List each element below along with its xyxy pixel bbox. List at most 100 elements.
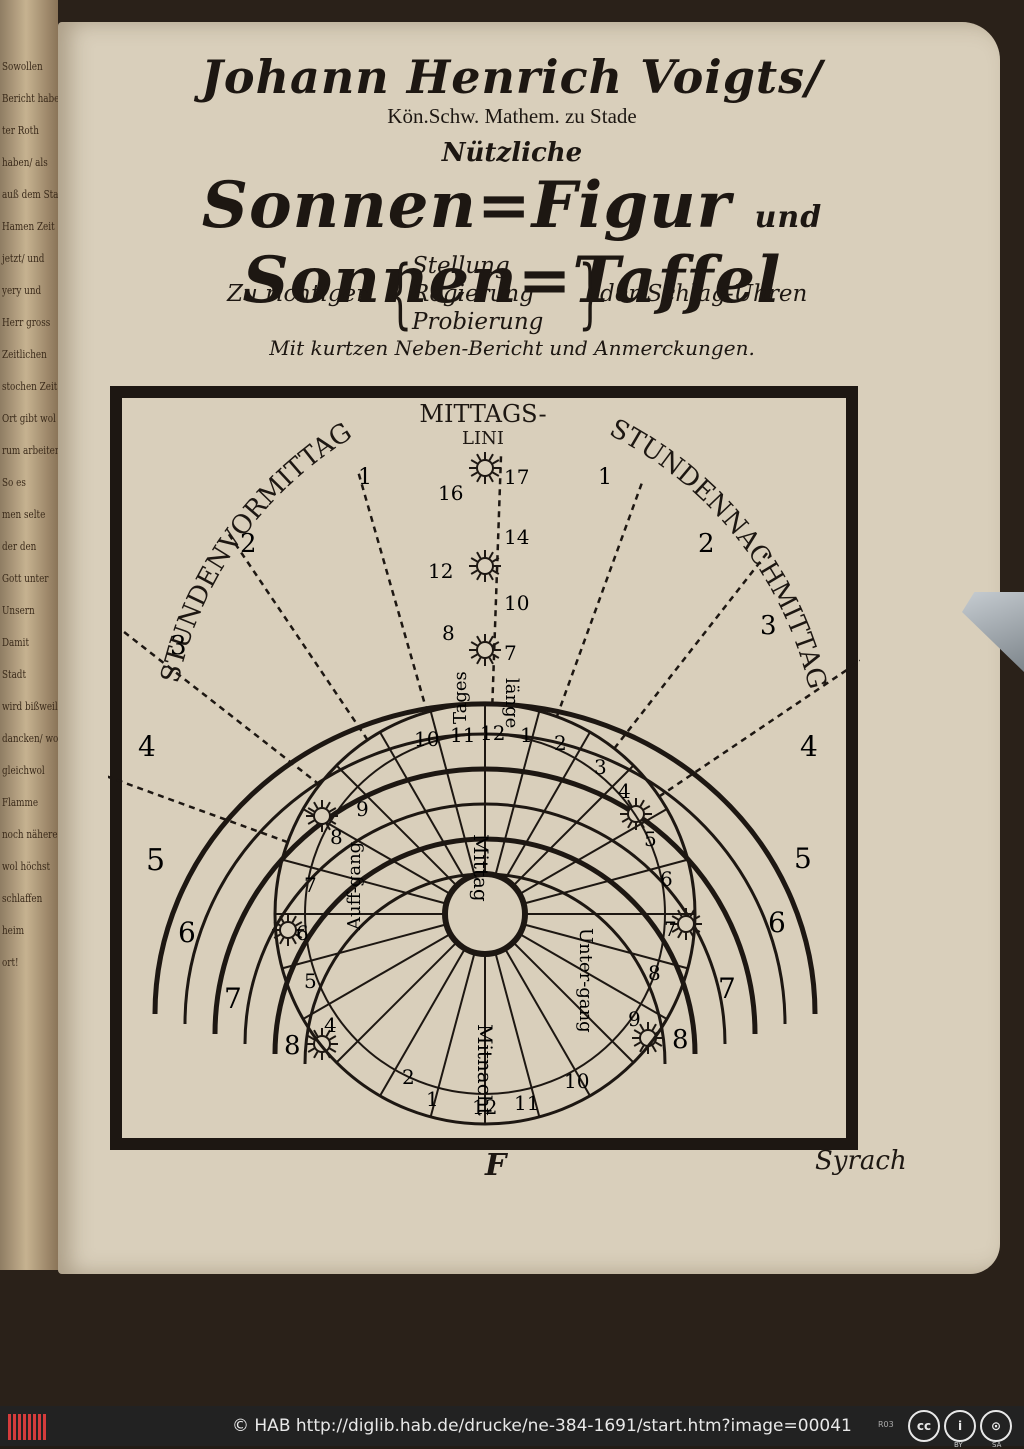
inner-right-hour: 3	[594, 755, 607, 779]
mittags-label: MITTAGS-	[419, 400, 546, 428]
dotted-ray	[228, 533, 368, 740]
left-hour: 5	[146, 843, 165, 878]
cc-icon: cc	[908, 1410, 940, 1442]
inner-top-hour: 12	[480, 721, 505, 745]
by-label: BY	[954, 1441, 963, 1449]
left-hour: 4	[138, 730, 156, 763]
left-page-line: Unsern	[2, 604, 35, 617]
inner-right-hour: 7	[664, 917, 677, 941]
dotted-ray	[557, 482, 643, 717]
day-length: 10	[504, 591, 529, 615]
untergang-label: Unter-gang	[575, 928, 596, 1033]
inner-bottom-hour: 2	[402, 1065, 415, 1089]
right-hour: 4	[800, 730, 818, 763]
aufgang-label: Auff-gang	[344, 842, 365, 931]
sa-icon: ⊙	[980, 1410, 1012, 1442]
inner-right-hour: 4	[618, 779, 631, 803]
left-page-line: So es	[2, 476, 26, 489]
useful-word: Nützliche	[0, 138, 1024, 168]
left-page-line: Damit	[2, 636, 29, 649]
left-page-line: der den	[2, 540, 36, 553]
mittag-label: Mittag	[469, 834, 493, 902]
right-hour: 8	[672, 1025, 689, 1055]
left-page-line: rum arbeiten	[2, 444, 61, 457]
cc-license-badge[interactable]: cc i ⊙ BY SA	[908, 1410, 1012, 1442]
left-page-line: dancken/ wo	[2, 732, 58, 745]
left-page-line: noch nähere	[2, 828, 58, 841]
sun-icon	[469, 452, 501, 484]
inner-top-hour: 10	[414, 727, 439, 751]
dotted-ray	[614, 552, 768, 749]
title-part-a: Sonnen=Figur	[202, 168, 732, 243]
option-stellung: Stellung	[412, 253, 510, 279]
purpose-block: Zu richtiger { Stellung Regierung Probie…	[0, 253, 1024, 333]
left-page-line: schlaffen	[2, 892, 42, 905]
inner-bottom-hour: 11	[514, 1091, 539, 1115]
sun-marks	[272, 452, 702, 1060]
inner-left-hour: 4	[324, 1013, 337, 1037]
left-page-line: wird bißweil	[2, 700, 58, 713]
right-brace: }	[578, 255, 602, 331]
inner-left-hour: 8	[330, 825, 343, 849]
copyright-link[interactable]: © HAB http://diglib.hab.de/drucke/ne-384…	[232, 1416, 852, 1436]
left-hour: 7	[224, 982, 242, 1015]
inner-right-hour: 5	[644, 827, 657, 851]
hour-ray	[337, 942, 457, 1062]
inner-left-hour: 9	[356, 797, 369, 821]
inner-top-hour: 11	[450, 723, 475, 747]
right-hour: 5	[794, 842, 812, 875]
inner-left-hour: 5	[304, 969, 317, 993]
tages-label: Tages	[450, 671, 471, 724]
inner-right-hour: 6	[660, 867, 673, 891]
mitnacht-label: Mitnacht	[473, 1024, 497, 1116]
signature-mark: F	[485, 1148, 506, 1183]
left-page-line: gleichwol	[2, 764, 45, 777]
vormittage-path: STUNDENVORMITTAGE.	[108, 384, 357, 686]
day-length: 16	[438, 481, 463, 505]
sun-icon	[469, 634, 501, 666]
left-page-line: ort!	[2, 956, 19, 969]
by-icon: i	[944, 1410, 976, 1442]
left-page-line: stochen Zeit	[2, 380, 57, 393]
viewer-footer: © HAB http://diglib.hab.de/drucke/ne-384…	[0, 1406, 1024, 1446]
inner-bottom-hour: 1	[426, 1087, 439, 1111]
inner-top-hour: 2	[554, 731, 567, 755]
left-hour: 8	[284, 1031, 301, 1061]
day-length: 12	[428, 559, 453, 583]
hour-ray	[380, 949, 465, 1096]
left-page-line: Flamme	[2, 796, 38, 809]
title-und: und	[755, 200, 823, 235]
sun-figure-diagram: MITTAGS- LINI STUNDENVORMITTAGE. STUNDEN…	[108, 384, 860, 1152]
hour-ray	[520, 809, 667, 894]
right-hour: 3	[760, 611, 777, 641]
left-hour: 3	[170, 631, 187, 661]
inner-top-hours: 10 11 12 1 2	[414, 721, 567, 755]
dotted-ray	[358, 472, 427, 712]
purpose-suffix: der Schlag-Uhren	[600, 281, 807, 307]
purpose-prefix: Zu richtiger	[227, 281, 367, 307]
right-hour: 6	[768, 906, 786, 939]
option-probierung: Probierung	[412, 309, 543, 335]
left-page-line: Ort gibt wol	[2, 412, 56, 425]
sa-label: SA	[992, 1441, 1001, 1449]
author-name: Johann Henrich Voigts/	[0, 50, 1024, 104]
inner-left-hour: 7	[304, 873, 317, 897]
subnote: Mit kurtzen Neben-Bericht und Anmerckung…	[0, 336, 1024, 360]
inner-top-hour: 1	[520, 723, 533, 747]
inner-left-hour: 6	[296, 921, 309, 945]
day-length: 7	[504, 641, 517, 665]
catchword: Syrach	[815, 1146, 907, 1176]
left-page-line: wol höchst	[2, 860, 50, 873]
left-hour: 1	[358, 465, 372, 490]
left-hour: 2	[240, 529, 257, 559]
left-page-line: Gott unter	[2, 572, 48, 585]
right-hour: 7	[718, 972, 736, 1005]
left-page-line: men selte	[2, 508, 45, 521]
lini-label: LINI	[462, 428, 504, 449]
right-hour: 2	[698, 529, 715, 559]
right-hour-numbers: 1 2 3 4 5 6 7 8	[598, 465, 818, 1055]
page-code: R03	[878, 1420, 894, 1429]
day-length: 14	[504, 525, 529, 549]
left-page-line: heim	[2, 924, 24, 937]
